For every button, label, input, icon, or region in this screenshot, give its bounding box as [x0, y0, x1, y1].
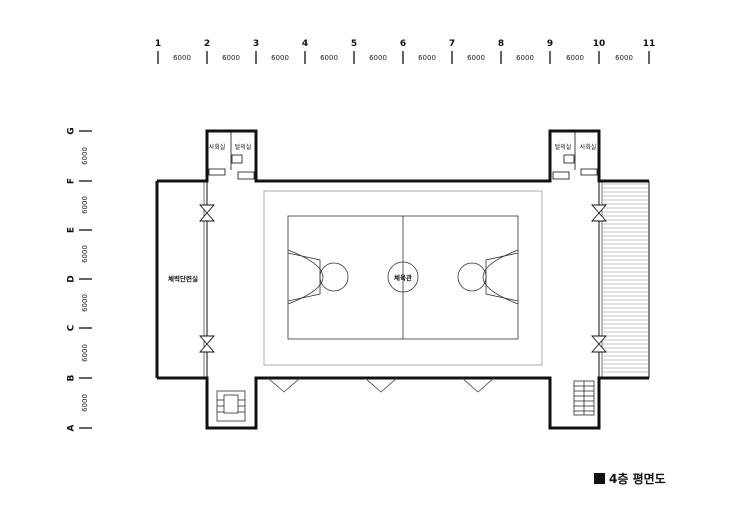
col-span-10: 6000 [615, 54, 633, 62]
gym-floor-boundary [263, 190, 543, 366]
grid-column-ticks [157, 51, 650, 64]
grid-row-E: E [67, 227, 77, 233]
grid-column-spans: 6000 6000 6000 6000 6000 6000 6000 6000 … [173, 54, 633, 62]
row-span-1: 6000 [81, 147, 89, 165]
col-span-1: 6000 [173, 54, 191, 62]
drawing-title-text: 4층 평면도 [609, 472, 666, 486]
grid-col-6: 6 [400, 39, 406, 49]
grid-col-8: 8 [498, 39, 504, 49]
col-span-9: 6000 [566, 54, 584, 62]
right-stair [573, 380, 595, 416]
grid-col-3: 3 [253, 39, 259, 49]
grid-col-11: 11 [643, 39, 656, 49]
grid-row-B: B [67, 374, 77, 381]
col-span-7: 6000 [467, 54, 485, 62]
grid-row-ticks [79, 130, 92, 429]
right-service-block [552, 131, 598, 180]
grid-row-F: F [67, 178, 77, 184]
row-span-2: 6000 [81, 196, 89, 214]
grid-row-spans: 6000 6000 6000 6000 6000 6000 [81, 147, 89, 412]
canopy-marks [267, 377, 495, 393]
col-span-4: 6000 [320, 54, 338, 62]
left-service-block [208, 131, 255, 180]
room-label-gymnasium: 체육관 [394, 273, 412, 282]
col-span-5: 6000 [369, 54, 387, 62]
col-span-8: 6000 [516, 54, 534, 62]
grid-row-labels: G F E D C B A [67, 127, 77, 431]
grid-row-G: G [67, 127, 77, 134]
grid-col-5: 5 [351, 39, 357, 49]
grid-col-7: 7 [449, 39, 455, 49]
pier-symbols [199, 204, 607, 353]
grid-row-A: A [67, 424, 77, 431]
terrace-slats [603, 183, 648, 373]
left-stair [216, 390, 246, 422]
room-label-left-office: 사회실 [209, 143, 226, 151]
grid-column-labels: 1 2 3 4 5 6 7 8 9 10 11 [155, 39, 655, 49]
row-span-4: 6000 [81, 294, 89, 312]
room-label-left-changing: 탈의실 [235, 143, 252, 151]
exterior-walls [155, 129, 650, 430]
legend-square-icon [594, 473, 605, 484]
row-span-6: 6000 [81, 394, 89, 412]
grid-col-2: 2 [204, 39, 210, 49]
col-span-3: 6000 [271, 54, 289, 62]
grid-col-4: 4 [302, 39, 308, 49]
drawing-title: 4층 평면도 [594, 470, 666, 487]
grid-row-C: C [67, 324, 77, 331]
room-label-right-changing: 탈의실 [555, 143, 572, 151]
grid-col-9: 9 [547, 39, 553, 49]
grid-col-1: 1 [155, 39, 161, 49]
room-label-fitness: 체력단련실 [168, 274, 198, 283]
room-label-right-office: 사회실 [580, 143, 597, 151]
basketball-court [287, 215, 519, 340]
row-span-3: 6000 [81, 245, 89, 263]
col-span-2: 6000 [222, 54, 240, 62]
row-span-5: 6000 [81, 344, 89, 362]
grid-col-10: 10 [593, 39, 606, 49]
col-span-6: 6000 [418, 54, 436, 62]
grid-row-D: D [67, 275, 77, 282]
